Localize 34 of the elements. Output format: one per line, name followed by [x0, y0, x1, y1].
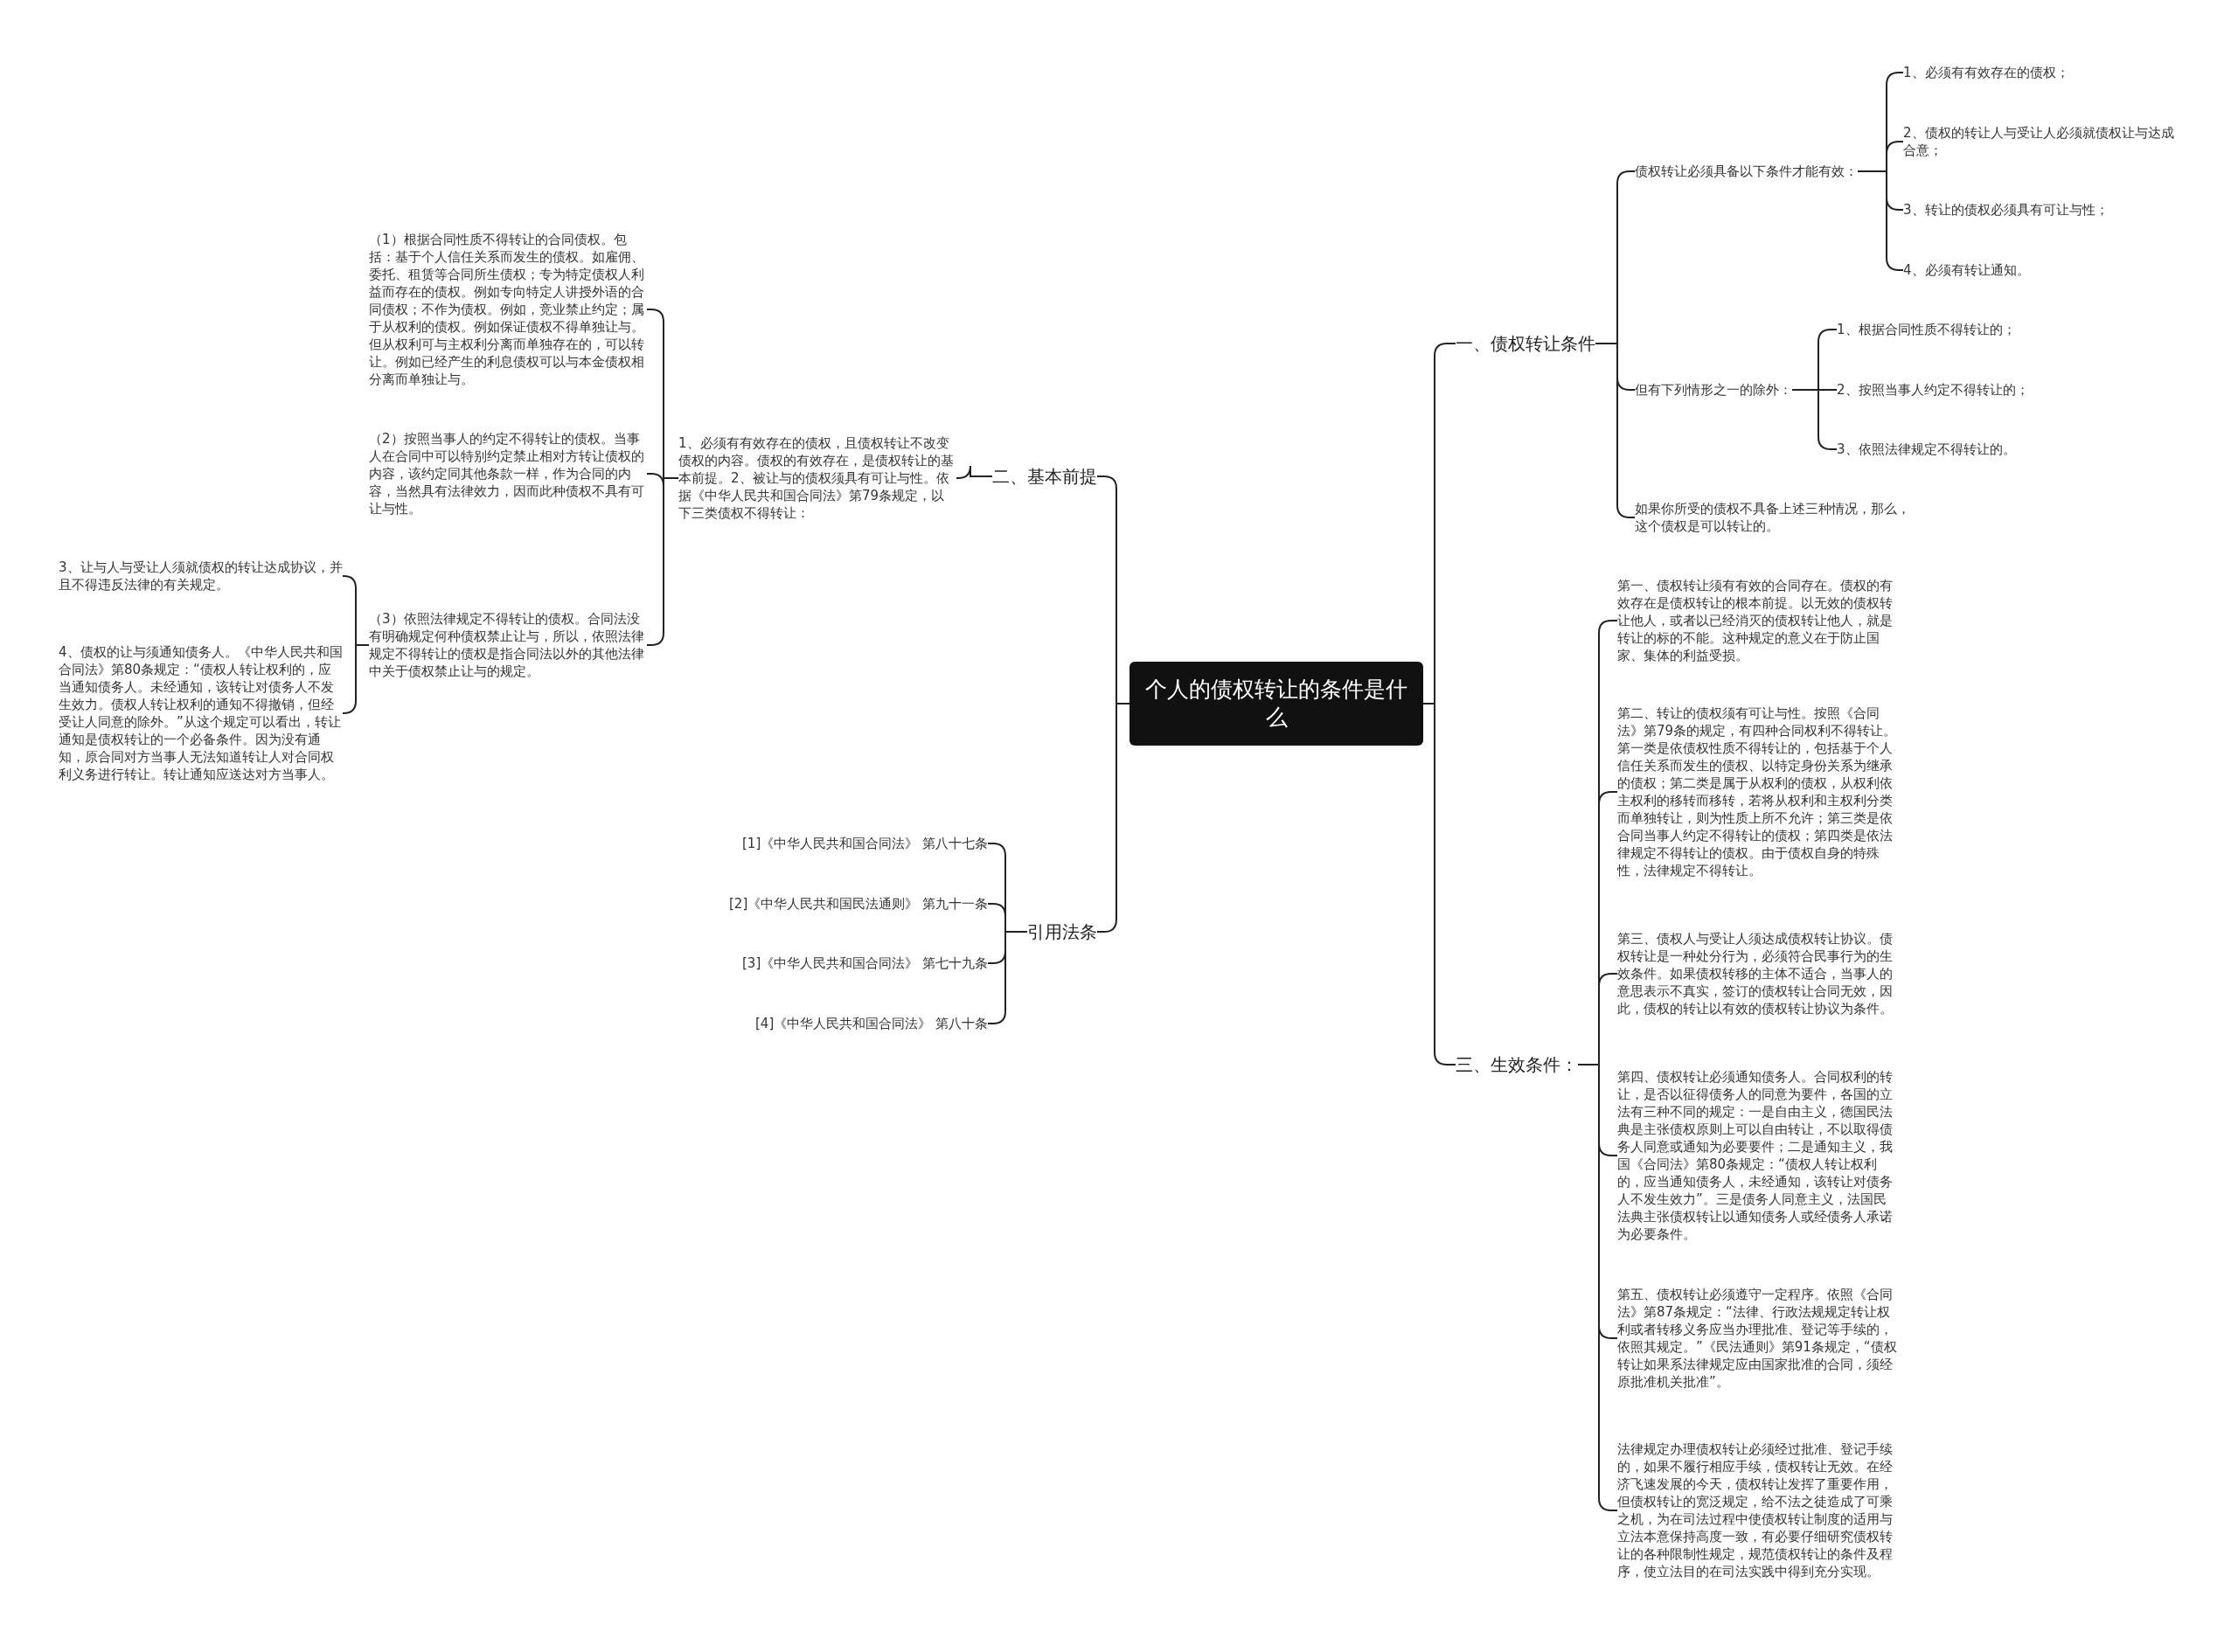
topic-text: 如果你所受的债权不具备上述三种情况，那么，这个债权是可以转让的。	[1635, 500, 1915, 535]
topic-text: 3、转让的债权必须具有可让与性；	[1903, 201, 2109, 219]
topic-text: 3、依照法律规定不得转让的。	[1837, 441, 2016, 458]
topic-text: 1、必须有有效存在的债权；	[1903, 64, 2069, 81]
topic-text: （2）按照当事人的约定不得转让的债权。当事人在合同中可以特别约定禁止相对方转让债权的内容，该约定同其他条款一样，作为合同的内容，当然具有法律效力，因而此种债权不具有可让与性。	[369, 430, 647, 517]
topic-text: 法律规定办理债权转让必须经过批准、登记手续的，如果不履行相应手续，债权转让无效。在经济飞速发展的今天，债权转让发挥了重要作用，但债权转让的宽泛规定，给不法之徒造成了可乘之机，为在司法过程中使债权转让制度的适用与立法本意保持高度一致，有必要仔细研究债权转让的各种限制性规定，规范债权转让的条件及程序，使立法目的在司法实践中得到充分实现。	[1617, 1440, 1899, 1580]
topic-text: [4]《中华人民共和国合同法》 第八十条	[755, 1015, 988, 1032]
branch-topic: 一、债权转让条件	[1456, 332, 1595, 355]
topic-text: 第三、债权人与受让人须达成债权转让协议。债权转让是一种处分行为，必须符合民事行为的生效条件。如果债权转移的主体不适合，当事人的意思表示不真实，签订的债权转让合同无效，因此，债权的转让以有效的债权转让协议为条件。	[1617, 930, 1899, 1017]
topic-text: （1）根据合同性质不得转让的合同债权。包括：基于个人信任关系而发生的债权。如雇佣、委托、租赁等合同所生债权；专为特定债权人利益而存在的债权。例如专向特定人讲授外语的合同债权；不作为债权。例如，竞业禁止约定；属于从权利的债权。例如保证债权不得单独让与。但从权利可与主权利分离而单独存在的，可以转让。例如已经产生的利息债权可以与本金债权相分离而单独让与。	[369, 231, 647, 388]
topic-text: 4、债权的让与须通知债务人。《中华人民共和国合同法》第80条规定：“债权人转让权利的，应当通知债务人。未经通知，该转让对债务人不发生效力。债权人转让权利的通知不得撤销，但经受让人同意的除外。”从这个规定可以看出，转让通知是债权转让的一个必备条件。因为没有通知，原合同对方当事人无法知道转让人对合同权利义务进行转让。转让通知应送达对方当事人。	[59, 643, 343, 783]
topic-text: 第二、转让的债权须有可让与性。按照《合同法》第79条的规定，有四种合同权利不得转让。第一类是依债权性质不得转让的，包括基于个人信任关系而发生的债权、以特定身份关系为继承的债权；第二类是属于从权利的债权，从权利依主权利的移转而移转，若将从权利和主权利分类而单独转让，则为性质上所不允许；第三类是依合同当事人约定不得转让的债权；第四类是依法律规定不得转让的债权。由于债权自身的特殊性，法律规定不得转让。	[1617, 705, 1899, 879]
connector-line	[956, 465, 993, 479]
topic-text: 但有下列情形之一的除外：	[1635, 381, 1792, 399]
connector-line	[342, 644, 370, 714]
topic-text: 1、根据合同性质不得转让的；	[1837, 321, 2016, 338]
central-topic: 个人的债权转让的条件是什么	[1129, 662, 1423, 746]
topic-text: 2、按照当事人约定不得转让的；	[1837, 381, 2029, 399]
connector-line	[1096, 703, 1130, 933]
branch-topic: 二、基本前提	[992, 465, 1097, 488]
topic-text: [1]《中华人民共和国合同法》 第八十七条	[742, 835, 988, 852]
topic-text: 第一、债权转让须有有效的合同存在。债权的有效存在是债权转让的根本前提。以无效的债权转让他人，或者以已经消灭的债权转让他人，就是转让的标的不能。这种规定的意义在于防止国家、集体的利益受损。	[1617, 577, 1899, 664]
topic-text: （3）依照法律规定不得转让的债权。合同法没有明确规定何种债权禁止让与，所以，依照法律规定不得转让的债权是指合同法以外的其他法律中关于债权禁止让与的规定。	[369, 610, 647, 680]
topic-text: 2、债权的转让人与受让人必须就债权让与达成合意；	[1903, 124, 2183, 159]
topic-text: 4、必须有转让通知。	[1903, 261, 2030, 279]
topic-text: 3、让与人与受让人须就债权的转让达成协议，并且不得违反法律的有关规定。	[59, 559, 343, 593]
branch-topic: 三、生效条件：	[1456, 1053, 1578, 1076]
topic-text: 第五、债权转让必须遵守一定程序。依照《合同法》第87条规定：“法律、行政法规规定转让权利或者转移义务应当办理批准、登记等手续的，依照其规定。”《民法通则》第91条规定，“债权转让如果系法律规定应由国家批准的合同，须经原批准机关批准”。	[1617, 1286, 1899, 1391]
branch-topic: 引用法条	[1027, 920, 1097, 943]
topic-text: [3]《中华人民共和国合同法》 第七十九条	[742, 954, 988, 972]
topic-text: 债权转让必须具备以下条件才能有效：	[1635, 163, 1858, 180]
topic-text: 1、必须有有效存在的债权，且债权转让不改变债权的内容。债权的有效存在，是债权转让的基本前提。2、被让与的债权须具有可让与性。依据《中华人民共和国合同法》第79条规定，以下三类债权不得转让：	[678, 434, 956, 522]
topic-text: 第四、债权转让必须通知债务人。合同权利的转让，是否以征得债务人的同意为要件，各国的立法有三种不同的规定：一是自由主义，德国民法典是主张债权原则上可以自由转让，不以取得债务人同意或通知为必要要件；二是通知主义，我国《合同法》第80条规定：“债权人转让权利的，应当通知债务人，未经通知，该转让对债务人不发生效力”。三是债务人同意主义，法国民法典主张债权转让以通知债务人或经债务人承诺为必要条件。	[1617, 1068, 1899, 1243]
topic-text: [2]《中华人民共和国民法通则》 第九十一条	[729, 895, 988, 913]
